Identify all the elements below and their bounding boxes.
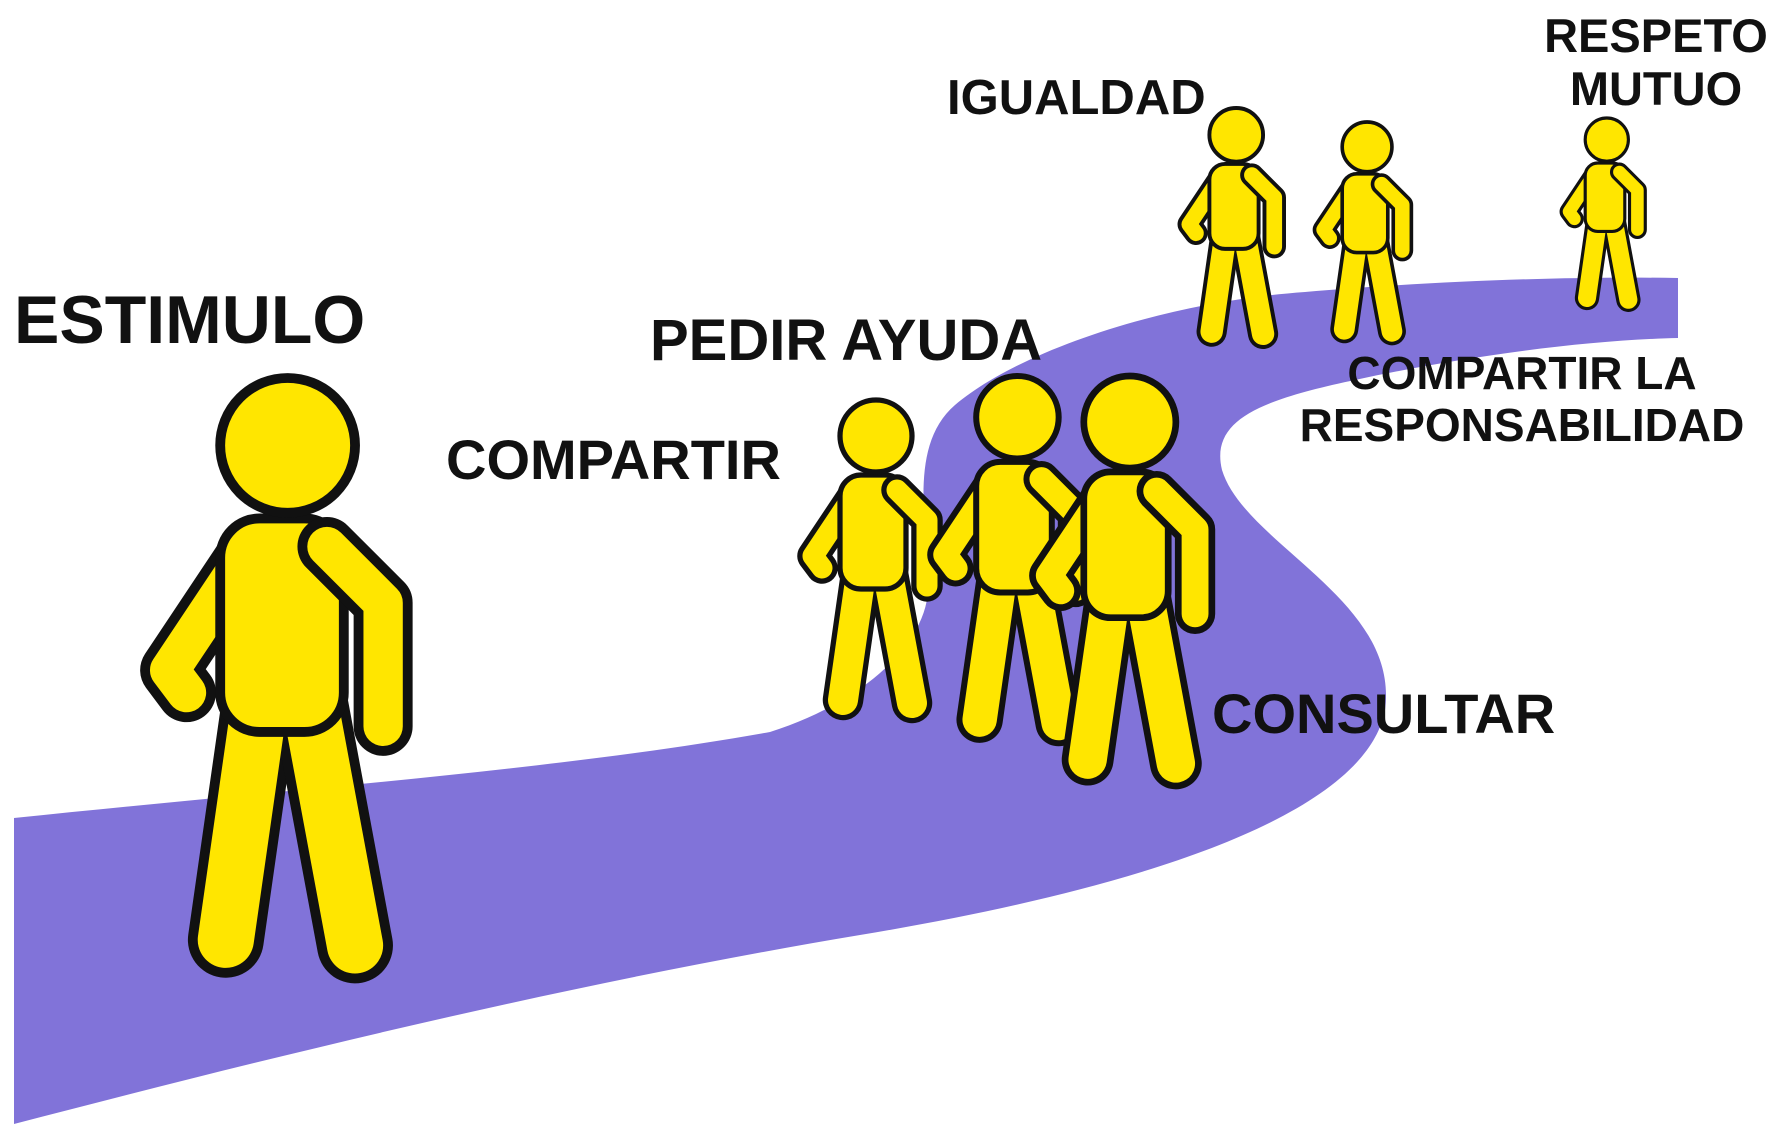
figure-compartir xyxy=(813,400,927,703)
label-respeto-mutuo: RESPETO MUTUO xyxy=(1526,12,1786,112)
label-consultar: CONSULTAR xyxy=(1212,682,1556,745)
label-compartir-la-line: COMPARTIR LA xyxy=(1347,347,1697,399)
label-estimulo: ESTIMULO xyxy=(14,282,366,358)
figure-igualdad xyxy=(1189,108,1274,334)
label-igualdad: IGUALDAD xyxy=(947,71,1206,125)
figure-respeto-mutuo xyxy=(1569,118,1637,300)
label-mutuo-line: MUTUO xyxy=(1569,62,1743,115)
label-respeto-line: RESPETO xyxy=(1544,9,1768,62)
label-responsabilidad-line: RESPONSABILIDAD xyxy=(1299,399,1745,451)
label-compartir-la-responsabilidad: COMPARTIR LA RESPONSABILIDAD xyxy=(1262,350,1782,448)
label-compartir: COMPARTIR xyxy=(446,428,781,491)
label-pedir-ayuda: PEDIR AYUDA xyxy=(650,308,1043,373)
